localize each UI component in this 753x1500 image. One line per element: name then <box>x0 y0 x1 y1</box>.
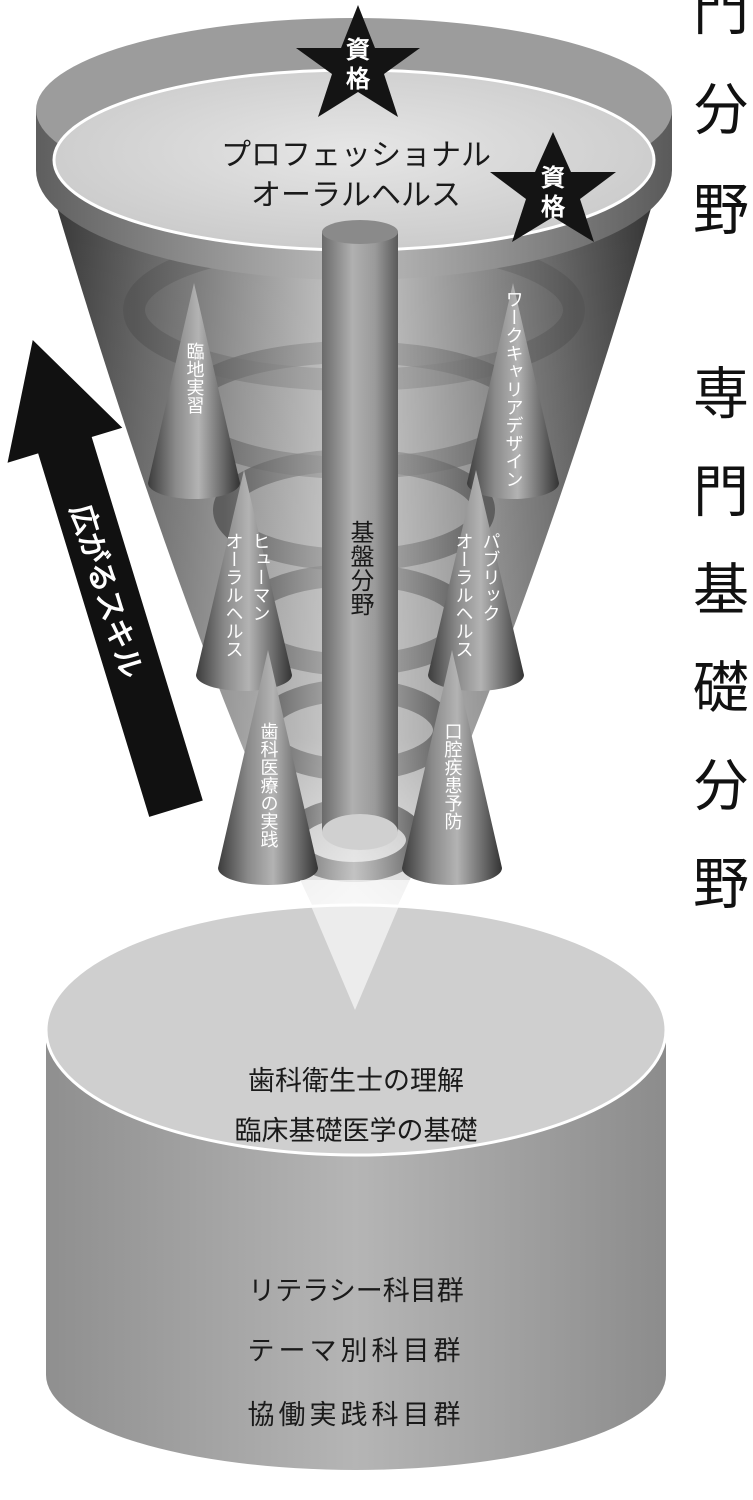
cone-work-career: ワークキャリアデザイン <box>467 283 559 499</box>
funnel-tip-light <box>300 880 410 1010</box>
qualification-star-right: 資 格 <box>490 132 616 242</box>
base-disc <box>44 903 668 1470</box>
base-side-line3: 協働実践科目群 <box>248 1400 465 1431</box>
cone-oral-prevention: 口腔疾患予防 <box>402 650 502 885</box>
cone-oral-prevention-label: 口腔疾患予防 <box>442 722 463 831</box>
center-column <box>322 220 398 850</box>
side-title-specialty-basic: 専門基礎分野 <box>684 364 749 952</box>
base-side-line1: リテラシー科目群 <box>248 1276 463 1307</box>
cone-work-career-label: ワークキャリアデザイン <box>503 290 524 488</box>
base-top-line1: 歯科衛生士の理解 <box>248 1066 464 1097</box>
star-top-line2: 格 <box>346 65 371 93</box>
cone-public-oral-line2: オーラルヘルス <box>453 532 474 658</box>
base-side-line2: テーマ別科目群 <box>248 1336 465 1367</box>
top-disc-line2: オーラルヘルス <box>251 178 461 213</box>
cone-dental-practice-label: 歯科医療の実践 <box>258 722 279 848</box>
center-column-label: 基盤分野 <box>346 520 374 616</box>
cone-rinchi: 臨地実習 <box>148 283 240 499</box>
star-right-line1: 資 <box>541 164 565 192</box>
base-top-line2: 臨床基礎医学の基礎 <box>235 1116 478 1147</box>
cone-human-oral-line1: ヒューマン <box>250 532 271 622</box>
cone-dental-practice: 歯科医療の実践 <box>218 650 318 885</box>
top-disc-line1: プロフェッショナル <box>221 138 491 173</box>
star-right-line2: 格 <box>541 193 566 221</box>
side-title-specialty: 専門分野 <box>684 0 749 280</box>
qualification-star-top: 資 格 <box>296 5 420 117</box>
cone-human-oral-line2: オーラルヘルス <box>223 532 244 658</box>
cone-public-oral: パブリック オーラルヘルス <box>428 470 524 691</box>
cone-rinchi-label: 臨地実習 <box>184 342 205 414</box>
top-rim <box>36 18 672 280</box>
star-top-line1: 資 <box>346 36 370 64</box>
skill-arrow <box>7 340 203 817</box>
cone-human-oral: ヒューマン オーラルヘルス <box>196 470 292 691</box>
cone-public-oral-line1: パブリック <box>480 532 501 622</box>
